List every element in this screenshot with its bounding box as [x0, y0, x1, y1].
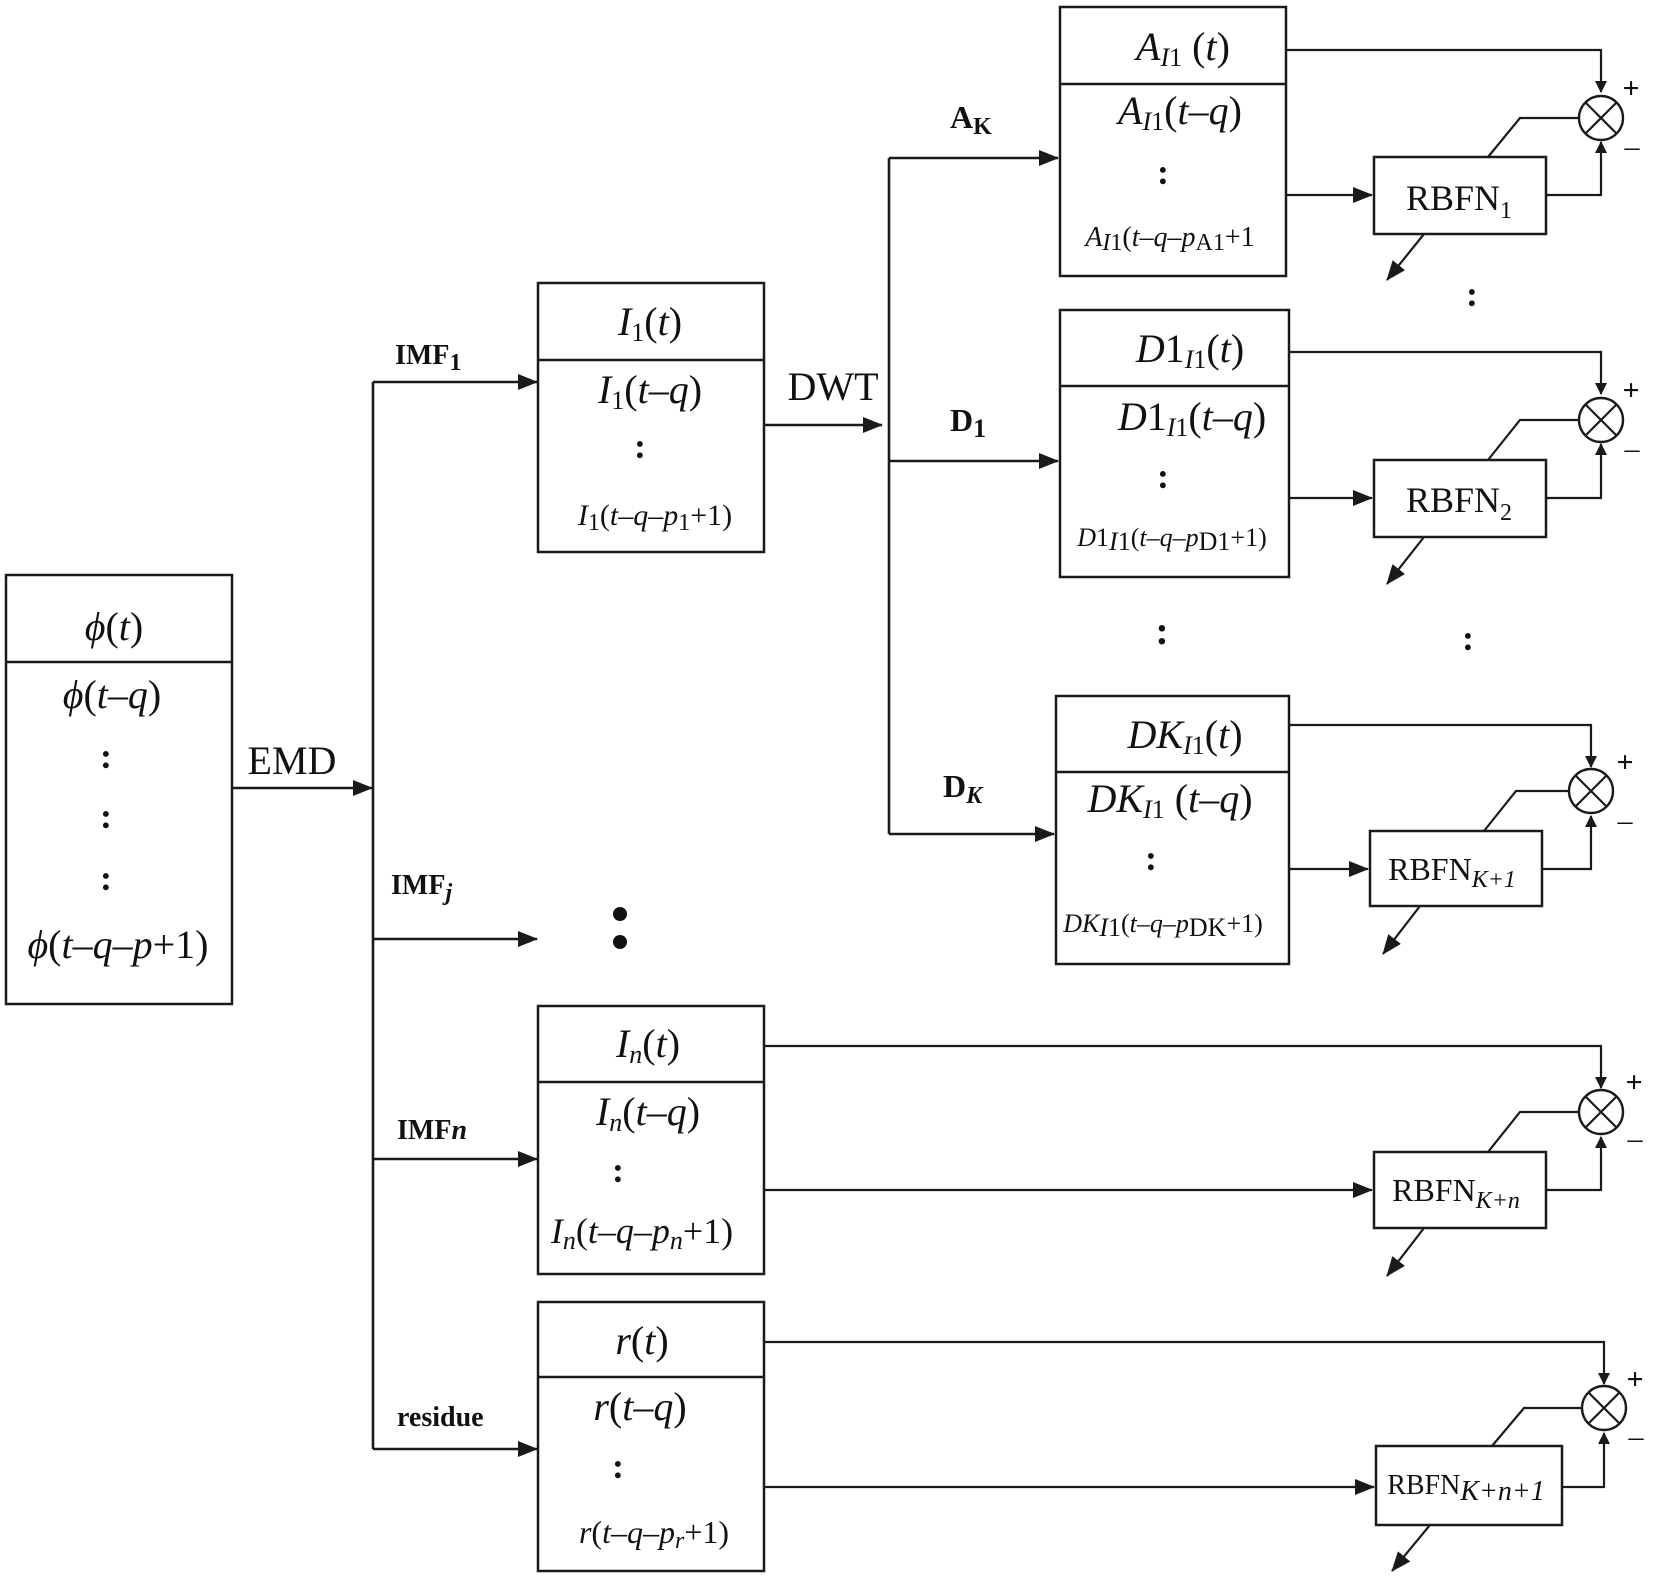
residue-label: residue [397, 1402, 484, 1433]
svg-text:D1I1(t–q): D1I1(t–q) [1117, 394, 1266, 442]
dots: : [634, 426, 646, 466]
dots: : [100, 858, 112, 898]
dots: : [1466, 274, 1478, 314]
plus-sign: + [1622, 72, 1639, 105]
rbfn-2-box [1372, 458, 1548, 539]
svg-text:D1I1(t): D1I1(t) [1135, 326, 1244, 374]
svg-text:r(t–q): r(t–q) [593, 1384, 686, 1429]
rbfn-kn-box [1372, 1150, 1548, 1230]
ak-box: AI1 (t) AI1(t–q) : AI1(t–q–pA1+1 [1058, 5, 1288, 278]
svg-text:ϕ(t–q–p+1): ϕ(t–q–p+1) [27, 922, 208, 967]
svg-text:r(t–q–pr+1): r(t–q–pr+1) [579, 1514, 729, 1554]
dots: : [100, 736, 112, 776]
svg-text:AI1(t–q): AI1(t–q) [1115, 88, 1242, 136]
rbfn-k1-box [1368, 829, 1544, 908]
rbfn-k1-label: RBFNK+1 [1388, 851, 1516, 893]
rbfn-kn1-box [1374, 1444, 1564, 1527]
svg-text:DKI1(t–q–pDK+1): DKI1(t–q–pDK+1) [1062, 909, 1263, 942]
svg-text:AI1(t–q–pA1+1: AI1(t–q–pA1+1 [1083, 222, 1254, 256]
minus-sign: – [1628, 1420, 1645, 1453]
rbfn-unit-1: RBFN1 + – [1286, 48, 1641, 281]
imfj-dot [613, 935, 627, 949]
svg-text:D1I1(t–q–pD1+1): D1I1(t–q–pD1+1) [1076, 523, 1266, 556]
emd-label: EMD [248, 738, 337, 783]
imfn-box: In(t) In(t–q) : In(t–q–pn+1) [536, 1004, 766, 1276]
imfj-dot [613, 907, 627, 921]
dots: : [1157, 152, 1169, 192]
imfj-label: IMFj [391, 870, 452, 906]
rbfn-unit-kn: RBFNK+n + – [764, 1044, 1644, 1277]
minus-sign: – [1624, 130, 1641, 163]
rbfn-unit-kn1: RBFNK+n+1 + – [764, 1340, 1645, 1572]
dots: : [1157, 456, 1169, 496]
input-phi-box: ϕ(t) ϕ(t–q) : : : ϕ(t–q–p+1) [4, 573, 234, 1006]
svg-text:In(t–q): In(t–q) [595, 1089, 700, 1137]
rbfn-kn1-label: RBFNK+n+1 [1387, 1470, 1545, 1507]
rbfn-2-label: RBFN2 [1406, 480, 1512, 526]
svg-text:In(t–q–pn+1): In(t–q–pn+1) [550, 1211, 733, 1255]
svg-text:In(t): In(t) [615, 1021, 680, 1069]
dots: : [1155, 608, 1168, 653]
plus-sign: + [1625, 1066, 1642, 1099]
d1-box: D1I1(t) D1I1(t–q) : D1I1(t–q–pD1+1) [1058, 308, 1291, 579]
rbfn-kn-label: RBFNK+n [1392, 1172, 1520, 1214]
plus-sign: + [1622, 374, 1639, 407]
residue-box: r(t) r(t–q) : r(t–q–pr+1) [536, 1300, 766, 1573]
dwt-label: DWT [787, 364, 878, 409]
imf1-box: I1(t) I1(t–q) : I1(t–q–p1+1) [536, 281, 766, 554]
rbfn-unit-k1: RBFNK+1 + – [1289, 723, 1634, 955]
dots: : [100, 796, 112, 836]
plus-sign: + [1626, 1363, 1643, 1396]
svg-text:I1(t–q): I1(t–q) [597, 367, 702, 415]
imf1-label: IMF1 [395, 340, 461, 376]
svg-text:DKI1 (t–q): DKI1 (t–q) [1086, 776, 1252, 824]
svg-text:r(t): r(t) [615, 1318, 668, 1363]
dots: : [612, 1446, 624, 1486]
minus-sign: – [1617, 804, 1634, 837]
svg-text:I1(t): I1(t) [617, 299, 682, 347]
rbfn-1-box [1372, 155, 1548, 236]
rbfn-unit-2: RBFN2 + – [1289, 350, 1641, 585]
rbfn-1-label: RBFN1 [1406, 178, 1512, 224]
svg-text:I1(t–q–p1+1): I1(t–q–p1+1) [577, 499, 732, 536]
dk-label: DK [943, 768, 984, 809]
svg-text:ϕ(t): ϕ(t) [85, 604, 143, 649]
minus-sign: – [1624, 432, 1641, 465]
minus-sign: – [1627, 1122, 1644, 1155]
dots: : [1145, 838, 1157, 878]
plus-sign: + [1616, 746, 1633, 779]
d1-label: D1 [950, 402, 986, 443]
dk-box: DKI1(t) DKI1 (t–q) : DKI1(t–q–pDK+1) [1054, 694, 1291, 966]
dots: : [612, 1150, 624, 1190]
dots: : [1462, 618, 1474, 658]
ak-label: AK [950, 99, 992, 140]
svg-text:ϕ(t–q): ϕ(t–q) [63, 672, 161, 717]
svg-text:AI1 (t): AI1 (t) [1133, 24, 1230, 72]
imfn-label: IMFn [397, 1115, 467, 1146]
